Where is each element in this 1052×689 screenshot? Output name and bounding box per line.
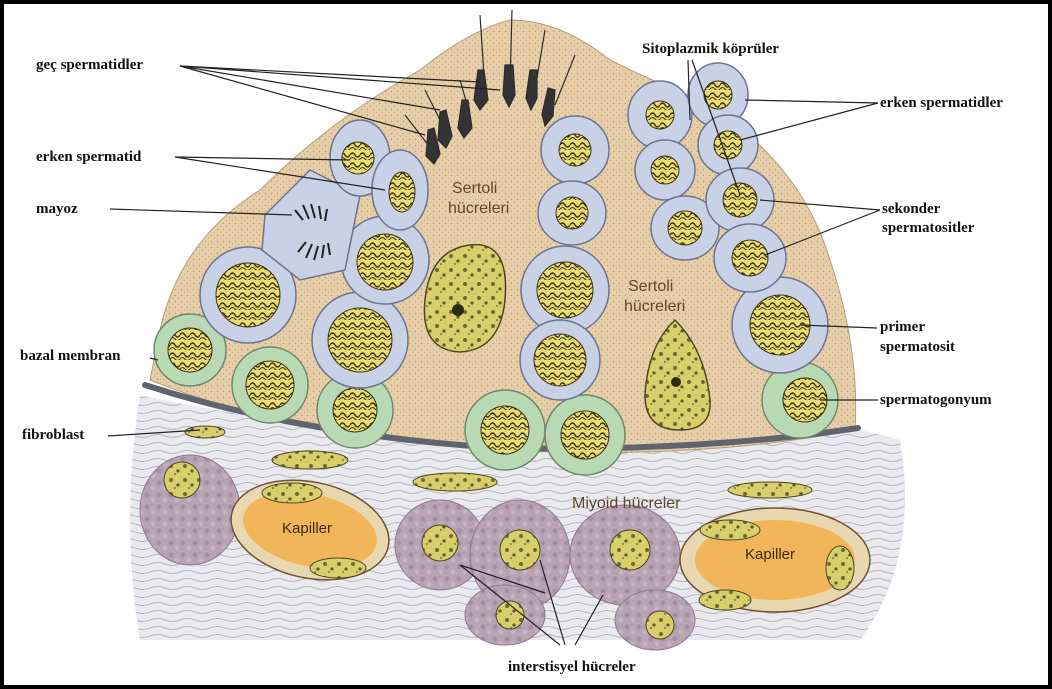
label-myoid-cells: Miyoid hücreler (572, 495, 680, 513)
label-sertoli-cells-2a: Sertoli (628, 278, 673, 296)
label-late-spermatids: geç spermatidler (36, 56, 143, 75)
label-primary-spermatocyte-2: spermatosit (880, 338, 955, 357)
label-interstitial-cells: interstisyel hücreler (508, 658, 636, 677)
label-primary-spermatocyte-1: primer (880, 318, 925, 337)
label-sertoli-cells-2b: hücreleri (624, 298, 685, 316)
label-basal-membrane: bazal membran (20, 347, 120, 366)
label-early-spermatids: erken spermatidler (880, 94, 1003, 113)
label-meiosis: mayoz (36, 200, 78, 219)
label-sertoli-cells-1a: Sertoli (452, 180, 497, 198)
label-sertoli-cells-1b: hücreleri (448, 200, 509, 218)
label-spermatogonium: spermatogonyum (880, 391, 992, 410)
label-fibroblast: fibroblast (22, 426, 84, 445)
label-cytoplasmic-bridges: Sitoplazmik köprüler (642, 40, 779, 59)
label-early-spermatid: erken spermatid (36, 148, 141, 167)
label-capillary-left: Kapiller (282, 520, 332, 537)
label-secondary-spermatocytes-1: sekonder (882, 200, 940, 219)
label-secondary-spermatocytes-2: spermatositler (882, 219, 974, 238)
label-capillary-right: Kapiller (745, 546, 795, 563)
